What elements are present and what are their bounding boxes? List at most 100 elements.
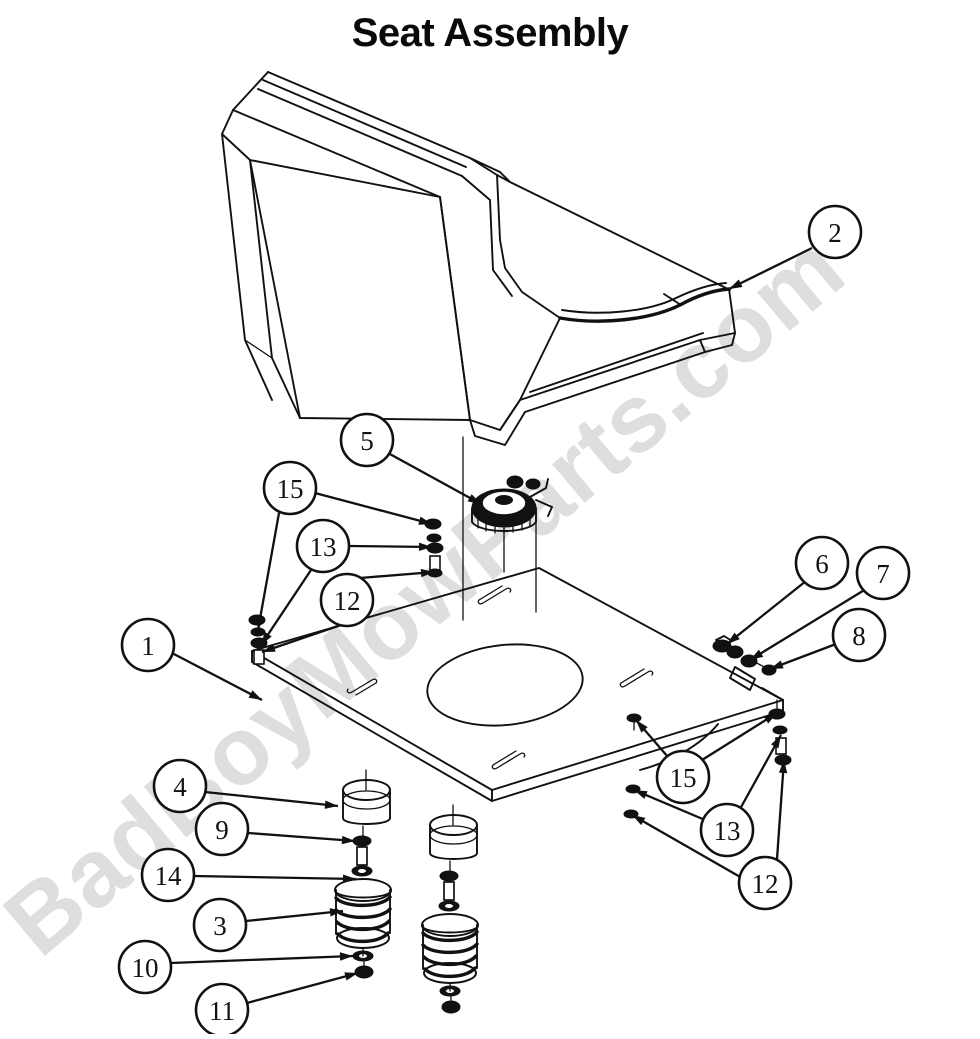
callout-ring: [192, 897, 248, 953]
callout-bubble-3[interactable]: 3: [192, 897, 248, 953]
callout-ring: [319, 572, 375, 628]
callout-bubble-4[interactable]: 4: [152, 758, 208, 814]
callout-bubble-15[interactable]: 15: [655, 749, 711, 805]
callout-number: 9: [215, 815, 229, 845]
callout-ring: [295, 518, 351, 574]
callout-bubble-5[interactable]: 5: [339, 412, 395, 468]
callout-disc: [796, 537, 848, 589]
callout-disc: [196, 984, 248, 1036]
leader-arrowhead-13b: [634, 790, 648, 799]
seat-cushion-assembly: [221, 71, 736, 621]
leader-line-13b: [738, 734, 783, 810]
leader-arrowhead-11: [344, 972, 358, 981]
callout-ring: [120, 617, 176, 673]
leader-line-4: [204, 790, 339, 808]
leader-arrowhead-14: [342, 874, 356, 883]
callout-disc: [194, 899, 246, 951]
callout-bubble-7[interactable]: 7: [855, 545, 911, 601]
callout-ring: [262, 460, 318, 516]
leader-line-13a: [260, 569, 312, 646]
callout-bubble-13[interactable]: 13: [295, 518, 351, 574]
leader-line-10: [170, 954, 354, 965]
callout-disc: [833, 609, 885, 661]
front-suspension-column: [334, 769, 392, 979]
callout-bubble-9[interactable]: 9: [194, 801, 250, 857]
callout-ring: [699, 802, 755, 858]
leader-line-15a: [256, 512, 281, 631]
leader-line-1: [171, 651, 263, 702]
callout-ring: [794, 535, 850, 591]
callout-bubble-6[interactable]: 6: [794, 535, 850, 591]
callout-ring: [152, 758, 208, 814]
leader-line-6: [726, 580, 807, 645]
leader-line-15a: [314, 491, 433, 526]
callout-ring: [140, 847, 196, 903]
leader-line-11: [246, 971, 359, 1005]
callout-number: 12: [334, 586, 361, 616]
leader-arrowhead-12b: [778, 760, 788, 774]
callout-number: 13: [714, 816, 741, 846]
callout-number: 14: [155, 861, 183, 891]
callout-bubble-14[interactable]: 14: [140, 847, 196, 903]
leader-line-7: [749, 588, 867, 661]
callout-disc: [701, 804, 753, 856]
leader-line-12b: [775, 759, 786, 860]
leader-arrowhead-1: [248, 690, 262, 700]
leader-line-12b: [631, 814, 743, 879]
leader-arrowhead-6: [727, 632, 740, 644]
callout-number: 6: [815, 549, 829, 579]
callout-ring: [117, 939, 173, 995]
leader-arrowhead-15a: [418, 516, 432, 525]
leader-line-12a: [261, 623, 342, 654]
callout-number: 8: [852, 621, 866, 651]
callout-number: 4: [173, 772, 187, 802]
leader-arrowhead-15b: [763, 713, 777, 724]
callout-number: 15: [277, 474, 304, 504]
callout-disc: [739, 857, 791, 909]
callout-disc: [809, 206, 861, 258]
leader-arrowhead-13b: [771, 735, 781, 749]
coil-spring-front: [334, 878, 392, 949]
leader-arrowhead-13a: [261, 631, 272, 645]
callout-ring: [831, 607, 887, 663]
leader-line-15b: [701, 712, 778, 761]
leader-arrowhead-15a: [256, 616, 265, 630]
callout-ring: [807, 204, 863, 260]
leader-arrowhead-12a: [262, 643, 276, 652]
rear-suspension-column: [421, 804, 479, 1014]
callout-bubble-12[interactable]: 12: [737, 855, 793, 911]
callout-disc: [196, 803, 248, 855]
right-fastener-column: [768, 699, 792, 766]
callout-disc: [857, 547, 909, 599]
callout-bubble-2[interactable]: 2: [807, 204, 863, 260]
callout-bubble-8[interactable]: 8: [831, 607, 887, 663]
callout-disc: [321, 574, 373, 626]
callout-disc: [122, 619, 174, 671]
leader-line-13a: [348, 544, 433, 549]
callout-ring: [194, 801, 250, 857]
callout-ring: [737, 855, 793, 911]
callout-bubble-11[interactable]: 11: [194, 982, 250, 1038]
callout-bubble-10[interactable]: 10: [117, 939, 173, 995]
callout-number: 5: [360, 426, 374, 456]
callout-bubble-12[interactable]: 12: [319, 572, 375, 628]
leader-arrowhead-4: [324, 800, 338, 809]
leader-arrowhead-8: [770, 660, 784, 669]
callout-ring: [655, 749, 711, 805]
callout-ring: [855, 545, 911, 601]
leader-line-3: [245, 909, 344, 923]
leader-arrowhead-5: [467, 494, 481, 504]
callout-bubble-13[interactable]: 13: [699, 802, 755, 858]
callout-number: 3: [213, 911, 227, 941]
leader-arrowhead-15b: [636, 720, 648, 733]
callout-bubble-1[interactable]: 1: [120, 617, 176, 673]
callout-number: 2: [828, 218, 842, 248]
suspension-adjustment-knob: [471, 475, 553, 613]
leader-arrowhead-10: [339, 952, 353, 961]
leader-arrowhead-7: [750, 649, 764, 660]
callout-disc: [142, 849, 194, 901]
callout-bubble-15[interactable]: 15: [262, 460, 318, 516]
leader-arrowhead-13a: [418, 542, 432, 552]
